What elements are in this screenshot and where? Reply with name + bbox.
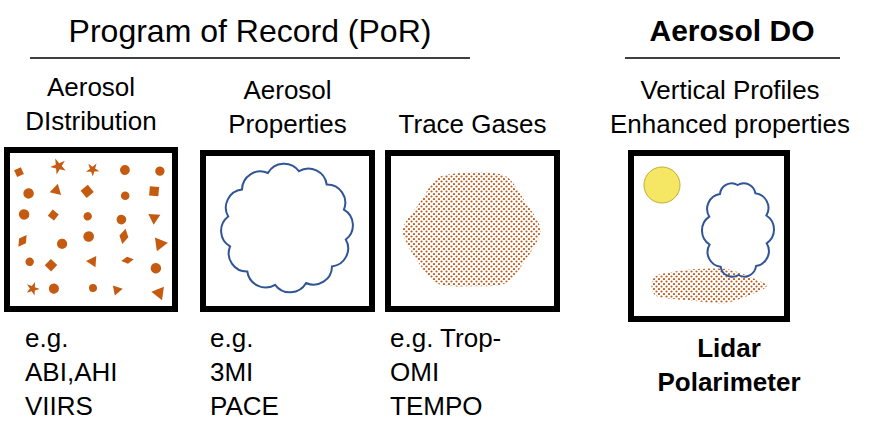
particle-dot bbox=[151, 283, 169, 301]
section-heading: Aerosol DO bbox=[612, 13, 852, 49]
box-heading-holder: Aerosol Properties bbox=[200, 74, 375, 142]
particle-dot bbox=[149, 186, 159, 196]
box-examples: e.g. Trop-OMI TEMPO bbox=[390, 322, 520, 423]
instrument-box: Vertical Profiles Enhanced propertiesLid… bbox=[628, 150, 790, 322]
gas-stipple bbox=[403, 172, 541, 286]
particle-dot bbox=[118, 163, 132, 177]
cloud-outlines bbox=[221, 164, 774, 293]
particle-dot bbox=[155, 236, 169, 252]
particle-dot bbox=[113, 284, 124, 296]
particle-dot bbox=[155, 166, 165, 176]
particle-dot bbox=[118, 228, 130, 245]
trace-gas-area bbox=[403, 172, 541, 286]
box-heading-holder: Aerosol DIstribution bbox=[4, 71, 178, 139]
particle-dot bbox=[115, 213, 129, 227]
box-examples-holder: Lidar Polarimeter bbox=[644, 332, 814, 400]
diagram-title: Program of Record (PoR) bbox=[20, 12, 480, 50]
particle-dot bbox=[89, 284, 98, 293]
particle-dot bbox=[48, 155, 70, 177]
box-heading: Aerosol Properties bbox=[200, 74, 375, 142]
box-heading-holder: Vertical Profiles Enhanced properties bbox=[605, 74, 855, 142]
sun-icon bbox=[644, 167, 680, 203]
particle-dot bbox=[149, 262, 162, 275]
particle-dot bbox=[17, 207, 32, 222]
particle-dot bbox=[56, 238, 67, 249]
instrument-box: Aerosol DIstributione.g. ABI,AHI VIIRS bbox=[4, 147, 178, 312]
box-heading: Trace Gases bbox=[385, 108, 560, 142]
particle-dot bbox=[47, 282, 61, 296]
particle-dot bbox=[48, 210, 59, 221]
box-examples: Lidar Polarimeter bbox=[644, 332, 814, 400]
particle-dot bbox=[23, 187, 35, 199]
box-examples-holder: e.g. Trop-OMI TEMPO bbox=[390, 322, 520, 423]
particle-dot bbox=[83, 212, 92, 221]
instrument-box: Aerosol Propertiese.g. 3MI PACE bbox=[200, 150, 375, 312]
cloud-outline bbox=[702, 183, 774, 276]
box-examples: e.g. 3MI PACE bbox=[210, 322, 290, 423]
box-heading-holder: Trace Gases bbox=[385, 108, 560, 142]
label-underline bbox=[625, 57, 840, 59]
title-underline bbox=[30, 57, 470, 59]
particle-dot bbox=[82, 230, 96, 244]
particle-dot bbox=[45, 259, 58, 272]
particle-dot bbox=[81, 185, 94, 198]
box-examples-holder: e.g. ABI,AHI VIIRS bbox=[25, 322, 135, 423]
box-heading: Vertical Profiles Enhanced properties bbox=[605, 74, 855, 142]
particle-dot bbox=[14, 167, 24, 177]
particle-dot bbox=[86, 253, 101, 267]
particle-dot bbox=[121, 256, 134, 265]
profile-scene bbox=[644, 167, 767, 303]
cloud-outline bbox=[221, 164, 353, 293]
box-examples: e.g. ABI,AHI VIIRS bbox=[25, 322, 135, 423]
gas-layer-stipple bbox=[651, 268, 766, 303]
particle-dot bbox=[50, 182, 64, 195]
box-heading: Aerosol DIstribution bbox=[4, 71, 178, 139]
particle-dot bbox=[25, 257, 34, 266]
instrument-box: Trace Gasese.g. Trop-OMI TEMPO bbox=[385, 150, 560, 312]
aerosol-particles bbox=[14, 155, 169, 300]
particle-dot bbox=[84, 160, 102, 178]
particle-dot bbox=[15, 233, 30, 250]
particle-dot bbox=[148, 209, 163, 224]
particle-dot bbox=[119, 190, 131, 202]
box-examples-holder: e.g. 3MI PACE bbox=[210, 322, 290, 423]
particle-dot bbox=[24, 280, 41, 297]
